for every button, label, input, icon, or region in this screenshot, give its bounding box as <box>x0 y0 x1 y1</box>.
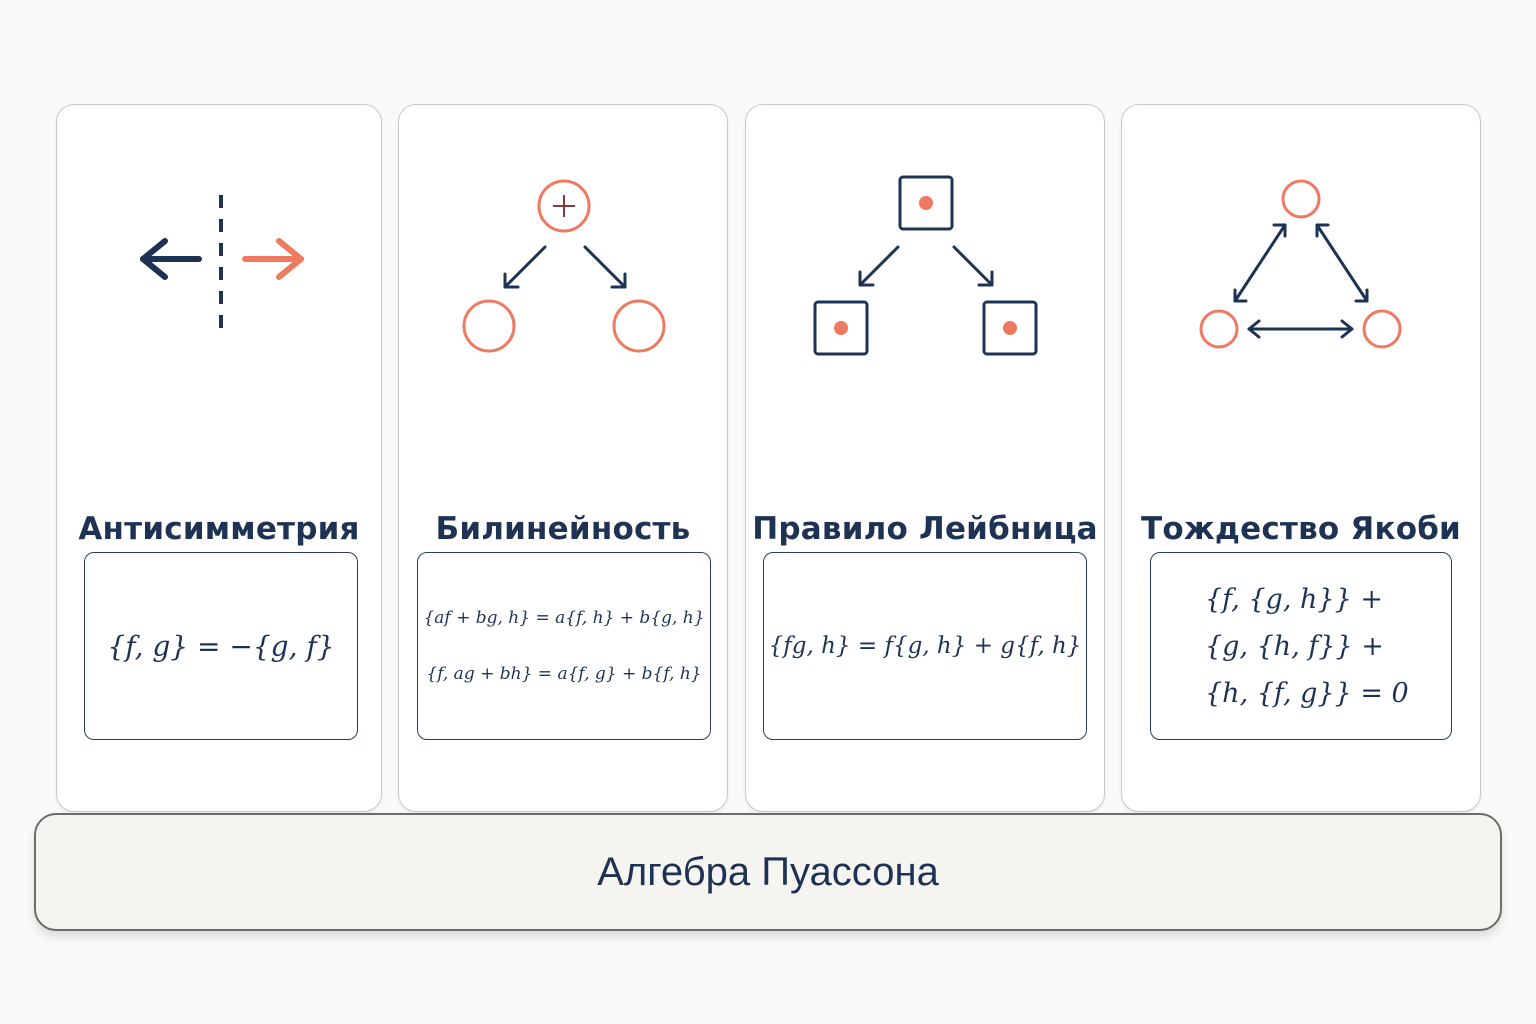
card-title: Правило Лейбница <box>752 511 1098 547</box>
base-platform: Алгебра Пуассона <box>34 813 1502 931</box>
formula-box: {af + bg, h} = a{f, h} + b{g, h} {f, ag … <box>417 552 711 740</box>
card-title: Тождество Якоби <box>1141 511 1461 547</box>
formula-text: {f, ag + bh} = a{f, g} + b{f, h} <box>426 664 702 684</box>
formula-box: {f, g} = −{g, f} <box>84 552 358 740</box>
formula-text: {fg, h} = f{g, h} + g{f, h} <box>768 633 1082 659</box>
card-bilinearity: Билинейность {af + bg, h} = a{f, h} + b{… <box>398 104 728 812</box>
plus-tree-icon <box>462 179 666 353</box>
base-title: Алгебра Пуассона <box>597 849 939 894</box>
cyclic-triangle-icon <box>1199 179 1402 349</box>
product-tree-icon <box>813 175 1038 356</box>
mirror-arrows-icon <box>140 195 304 335</box>
formula-text: {f, g} = −{g, f} <box>107 629 335 663</box>
card-leibniz-rule: Правило Лейбница {fg, h} = f{g, h} + g{f… <box>745 104 1105 812</box>
card-jacobi-identity: Тождество Якоби {f, {g, h}} + {g, {h, f}… <box>1121 104 1481 812</box>
formula-text: {af + bg, h} = a{f, h} + b{g, h} <box>423 608 705 628</box>
card-antisymmetry: Антисимметрия {f, g} = −{g, f} <box>56 104 382 812</box>
formula-text: {h, {f, g}} = 0 <box>1205 677 1409 709</box>
formula-box: {f, {g, h}} + {g, {h, f}} + {h, {f, g}} … <box>1150 552 1452 740</box>
card-title: Антисимметрия <box>78 511 360 547</box>
formula-text: {f, {g, h}} + <box>1205 583 1383 615</box>
card-title: Билинейность <box>435 511 691 547</box>
formula-box: {fg, h} = f{g, h} + g{f, h} <box>763 552 1087 740</box>
formula-text: {g, {h, f}} + <box>1205 630 1384 662</box>
